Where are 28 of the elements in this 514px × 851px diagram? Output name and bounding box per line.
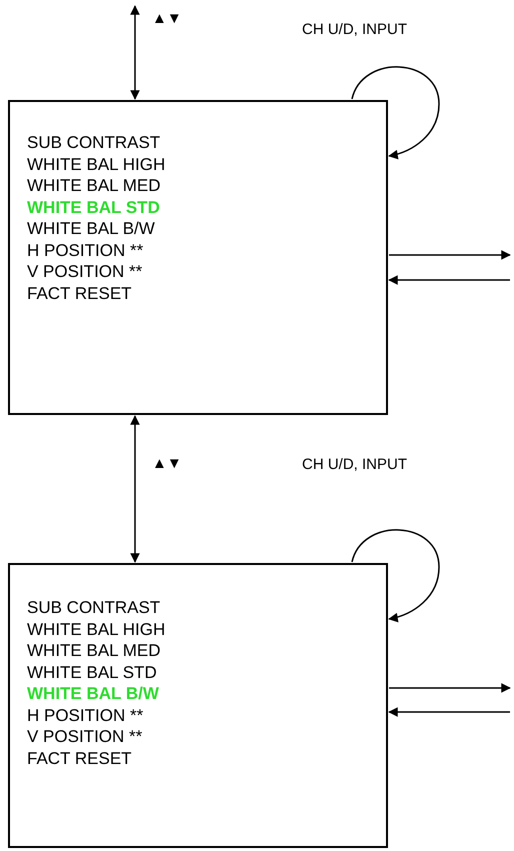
selected-menu-item: WHITE BAL STD xyxy=(27,196,160,218)
loop-arrow xyxy=(351,529,440,622)
arrow xyxy=(389,683,511,693)
menu-item: FACT RESET xyxy=(27,748,132,769)
menu-item: WHITE BAL B/W xyxy=(27,218,155,240)
menu-item: FACT RESET xyxy=(27,282,132,304)
menu-item: WHITE BAL STD xyxy=(27,662,157,683)
arrow xyxy=(388,275,510,285)
double-arrow xyxy=(130,5,140,100)
menu-item: SUB CONTRAST xyxy=(27,132,160,154)
menu-item: WHITE BAL MED xyxy=(27,175,160,196)
menu-item: WHITE BAL HIGH xyxy=(27,154,166,175)
menu-item: H POSITION ** xyxy=(27,704,144,726)
edge-label: CH U/D, INPUT xyxy=(300,456,409,473)
edge-label: CH U/D, INPUT xyxy=(300,21,409,38)
menu-item: SUB CONTRAST xyxy=(27,597,160,618)
selected-menu-item: WHITE BAL B/W xyxy=(27,683,159,704)
double-arrow xyxy=(130,415,140,563)
loop-arrow xyxy=(351,66,440,159)
menu-item: H POSITION ** xyxy=(27,240,144,261)
menu-item: V POSITION ** xyxy=(27,726,142,748)
menu-item: WHITE BAL HIGH xyxy=(27,618,166,640)
menu-item: V POSITION ** xyxy=(27,261,142,282)
arrow xyxy=(388,707,510,717)
arrow xyxy=(389,250,511,260)
menu-box xyxy=(8,100,388,415)
menu-item: WHITE BAL MED xyxy=(27,640,160,662)
menu-box xyxy=(8,563,388,848)
